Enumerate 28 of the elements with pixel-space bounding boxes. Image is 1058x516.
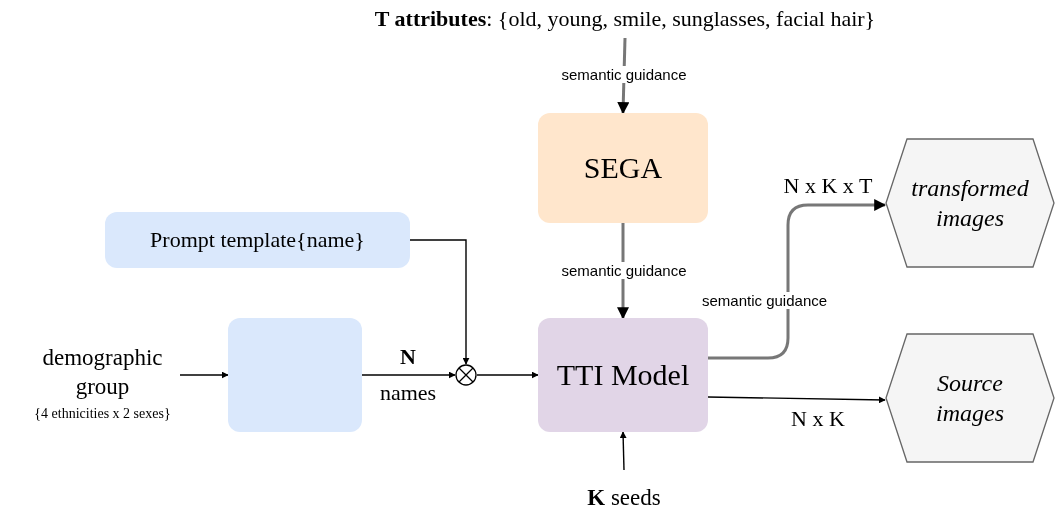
process-box [538, 113, 708, 223]
process-box [228, 318, 362, 432]
multiply-operator-icon [455, 364, 477, 386]
model-box [538, 318, 708, 432]
arrow [707, 396, 886, 404]
seed-text: K seeds [586, 483, 662, 512]
arrow [476, 371, 539, 379]
node-label: SEGA [583, 150, 663, 187]
edge-label: N x K [790, 406, 846, 432]
arrow [179, 371, 229, 379]
arrow [409, 239, 470, 365]
note-text: {4 ethnicities x 2 sexes} [33, 406, 172, 422]
edge-label: N names [378, 343, 438, 407]
edge-label: N x K x T [782, 173, 874, 199]
output-hexagon [885, 333, 1055, 463]
output-hexagon [885, 138, 1055, 268]
node-label: TTI Model [556, 357, 690, 394]
input-text: demographic group [41, 344, 164, 401]
arrow [708, 199, 887, 360]
annotation-text: semantic guidance [700, 292, 830, 309]
arrow [361, 371, 456, 379]
arrow [619, 431, 627, 471]
template-box [105, 212, 410, 268]
node-label: Prompt template{name} [150, 226, 365, 254]
attribute-list-text: T attributes: {old, young, smile, sunglasses, facial hair} [374, 5, 876, 33]
node-label: Source images [935, 369, 1005, 428]
arrow [617, 223, 629, 320]
node-label: transformed images [910, 174, 1030, 233]
